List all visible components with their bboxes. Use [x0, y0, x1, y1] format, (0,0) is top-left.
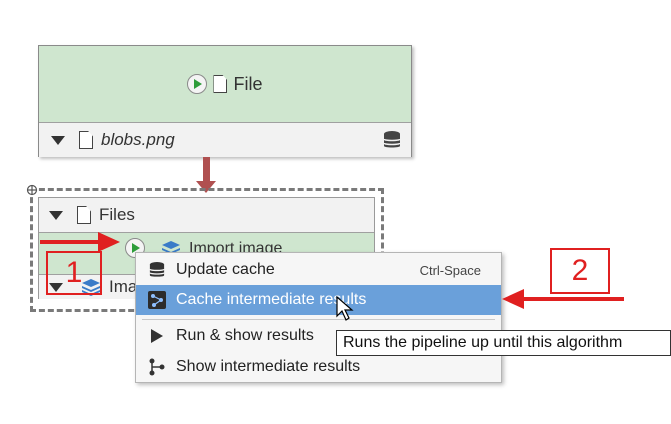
menu-item-cache-intermediate-results[interactable]: Cache intermediate results [136, 285, 501, 315]
menu-item-show-intermediate-results[interactable]: Show intermediate results [136, 352, 501, 382]
menu-item-label: Show intermediate results [176, 358, 361, 375]
run-icon[interactable] [187, 74, 208, 94]
tooltip: Runs the pipeline up until this algorith… [336, 330, 671, 356]
menu-item-label: Update cache [176, 261, 275, 278]
output-name: blobs.png [101, 130, 175, 149]
cache-icon [148, 291, 166, 309]
menu-item-update-cache[interactable]: Update cache Ctrl-Space [136, 255, 501, 285]
file-node-title: File [233, 73, 263, 94]
callout-box-2: 2 [550, 248, 610, 294]
annotation-arrow-2 [502, 289, 624, 309]
file-icon [79, 131, 93, 149]
file-node[interactable]: File blobs.png [38, 45, 412, 157]
play-icon [151, 329, 163, 343]
menu-item-run-show-results[interactable]: Run & show results [136, 321, 501, 351]
files-node-title: Files [99, 205, 135, 224]
collapse-caret-icon[interactable] [51, 135, 65, 145]
callout-number-2: 2 [571, 254, 589, 287]
file-icon [77, 206, 91, 224]
anchor-icon [26, 184, 38, 196]
files-node-header[interactable]: Files [39, 198, 374, 233]
file-node-header[interactable]: File [39, 46, 411, 122]
graph-icon [149, 358, 165, 376]
collapse-caret-icon[interactable] [49, 210, 63, 220]
database-icon[interactable] [383, 130, 401, 150]
menu-separator [142, 319, 495, 320]
file-node-output-slot[interactable]: blobs.png [39, 122, 411, 157]
collapse-caret-icon[interactable] [49, 283, 63, 292]
mouse-cursor-icon [336, 296, 354, 321]
menu-item-label: Run & show results [176, 327, 314, 344]
annotation-arrow-1 [40, 232, 120, 252]
callout-box-1: 1 [46, 251, 102, 295]
image-slot-label: Ima [109, 277, 138, 296]
connection-arrow [196, 157, 216, 193]
callout-number-1: 1 [65, 256, 83, 289]
menu-item-label: Cache intermediate results [176, 291, 367, 308]
file-icon [213, 75, 228, 93]
shortcut-label: Ctrl-Space [419, 262, 481, 278]
context-menu[interactable]: Update cache Ctrl-Space Cache intermedia… [135, 252, 502, 383]
database-icon [149, 262, 165, 277]
tooltip-text: Runs the pipeline up until this algorith… [343, 334, 623, 351]
